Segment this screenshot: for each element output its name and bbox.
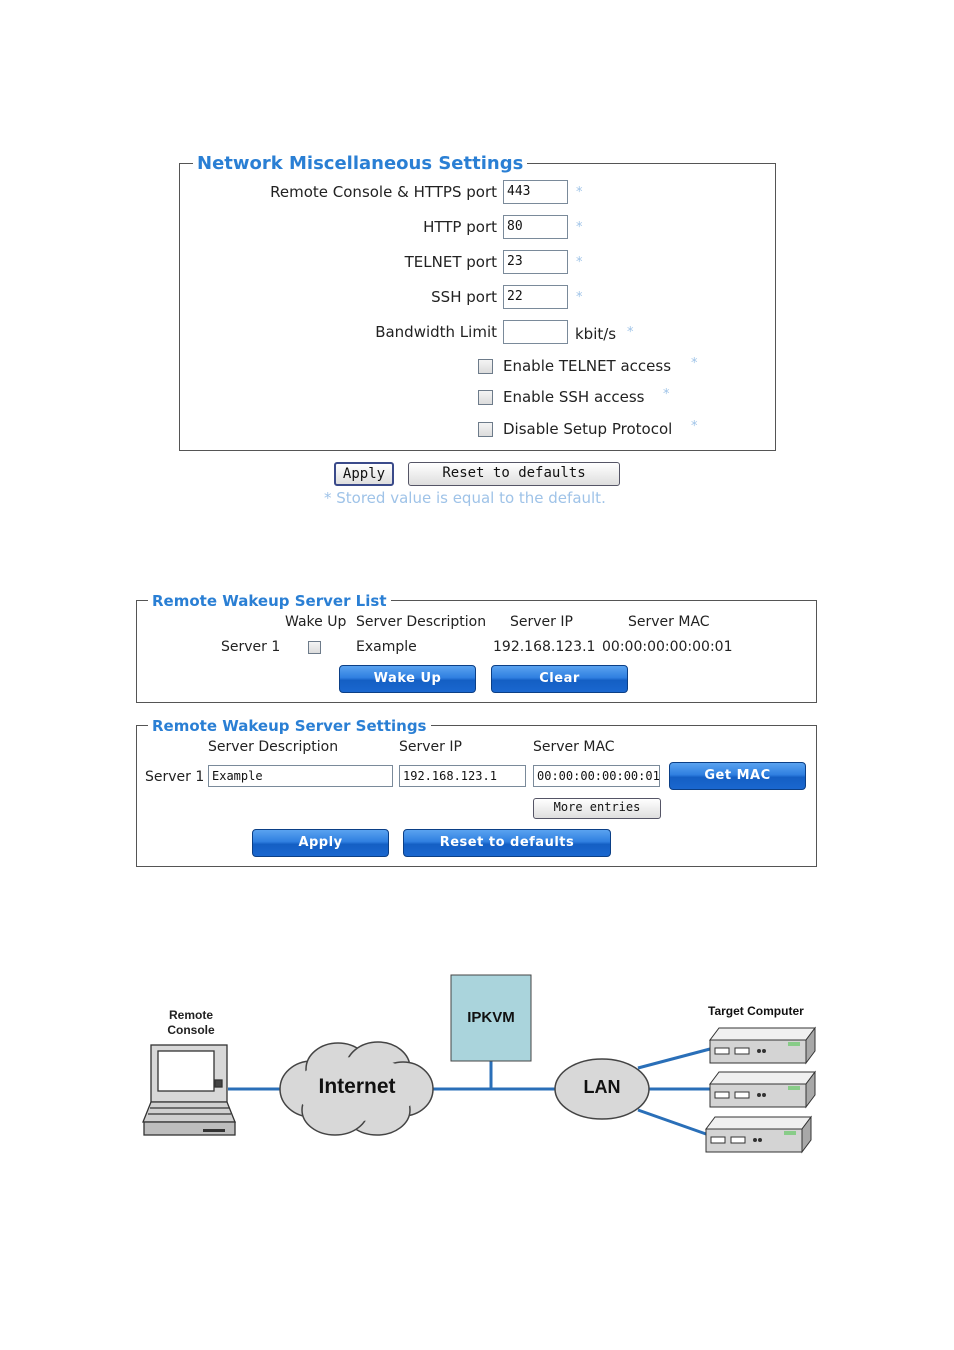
target-computer-3-icon [705, 1115, 812, 1154]
settings-server-name: Server 1 [145, 769, 205, 785]
server-ip: 192.168.123.1 [493, 639, 596, 655]
network-settings-title: Network Miscellaneous Settings [193, 153, 528, 174]
col-header-server-description: Server Description [356, 614, 487, 630]
network-reset-defaults-button[interactable]: Reset to defaults [408, 462, 620, 486]
bandwidth-star: * [627, 325, 634, 340]
remote-console-label-line1: Remote [168, 1008, 213, 1022]
clear-button[interactable]: Clear [491, 665, 628, 693]
more-entries-button[interactable]: More entries [533, 798, 661, 819]
settings-header-server-mac: Server MAC [533, 739, 615, 755]
wake-up-checkbox[interactable] [308, 641, 321, 654]
https-port-star: * [576, 185, 583, 200]
server-description: Example [356, 639, 417, 655]
enable-ssh-checkbox[interactable] [478, 390, 493, 405]
network-apply-button[interactable]: Apply [334, 462, 394, 486]
disable-setup-protocol-star: * [691, 419, 698, 434]
ssh-port-label: SSH port [431, 288, 497, 306]
col-header-wake-up: Wake Up [285, 614, 347, 630]
get-mac-button[interactable]: Get MAC [669, 762, 806, 790]
ssh-port-input[interactable]: 22 [503, 285, 568, 309]
col-header-server-ip: Server IP [510, 614, 573, 630]
telnet-port-label: TELNET port [404, 253, 497, 271]
settings-reset-defaults-button[interactable]: Reset to defaults [403, 829, 611, 857]
ipkvm-box [450, 974, 532, 1062]
enable-ssh-star: * [663, 387, 670, 402]
telnet-port-star: * [576, 255, 583, 270]
network-settings-panel [179, 163, 776, 451]
default-value-footnote: * Stored value is equal to the default. [324, 489, 606, 507]
disable-setup-protocol-label: Disable Setup Protocol [503, 420, 673, 438]
lan-label: LAN [583, 1077, 621, 1097]
enable-telnet-label: Enable TELNET access [503, 357, 672, 375]
http-port-label: HTTP port [423, 218, 497, 236]
settings-header-server-ip: Server IP [399, 739, 462, 755]
server-mac-input[interactable]: 00:00:00:00:00:01 [533, 765, 660, 787]
wakeup-settings-panel [136, 725, 817, 867]
wakeup-settings-title: Remote Wakeup Server Settings [148, 717, 431, 735]
laptop-icon [142, 1044, 236, 1136]
enable-telnet-checkbox[interactable] [478, 359, 493, 374]
target-computer-2-icon [709, 1070, 816, 1109]
settings-apply-button[interactable]: Apply [252, 829, 389, 857]
server-mac: 00:00:00:00:00:01 [602, 639, 733, 655]
network-diagram [142, 974, 816, 1154]
wakeup-list-panel [136, 600, 817, 703]
col-header-server-mac: Server MAC [628, 614, 710, 630]
bandwidth-input[interactable] [503, 320, 568, 344]
target-computer-1-icon [709, 1026, 816, 1065]
http-port-input[interactable]: 80 [503, 215, 568, 239]
https-port-label: Remote Console & HTTPS port [270, 183, 497, 201]
remote-console-label-line2: Console [167, 1023, 215, 1037]
wakeup-list-title: Remote Wakeup Server List [148, 592, 391, 610]
ssh-port-star: * [576, 290, 583, 305]
server-name: Server 1 [221, 639, 281, 655]
http-port-star: * [576, 220, 583, 235]
enable-telnet-star: * [691, 356, 698, 371]
internet-label: Internet [318, 1075, 396, 1098]
server-description-input[interactable]: Example [208, 765, 393, 787]
bandwidth-label: Bandwidth Limit [375, 323, 497, 341]
target-computer-label: Target Computer [708, 1004, 804, 1018]
connection-lines [228, 1047, 711, 1136]
bandwidth-unit: kbit/s [575, 325, 617, 343]
server-ip-input[interactable]: 192.168.123.1 [399, 765, 526, 787]
https-port-input[interactable]: 443 [503, 180, 568, 204]
lan-ellipse [554, 1058, 650, 1120]
settings-header-server-description: Server Description [208, 739, 339, 755]
ipkvm-label: IPKVM [467, 1009, 515, 1026]
disable-setup-protocol-checkbox[interactable] [478, 422, 493, 437]
enable-ssh-label: Enable SSH access [503, 388, 645, 406]
wake-up-button[interactable]: Wake Up [339, 665, 476, 693]
telnet-port-input[interactable]: 23 [503, 250, 568, 274]
